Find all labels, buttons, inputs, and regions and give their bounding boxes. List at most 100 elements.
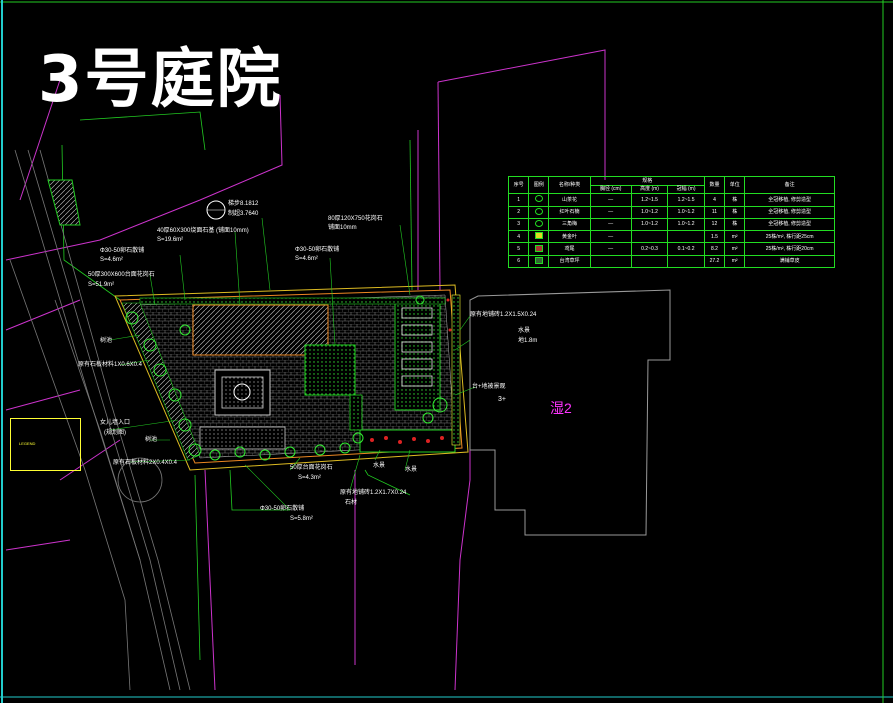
label-tree-pit-2: 树池 — [145, 437, 158, 443]
plant-symbol-icon — [534, 256, 543, 264]
page-title: 3号庭院 — [38, 43, 283, 117]
table-cell: m² — [724, 254, 746, 269]
label-granite-2: 80厚120X750花岗石 — [328, 216, 383, 222]
table-cell: 黄金叶 — [548, 230, 591, 244]
plant-symbol-icon — [534, 232, 543, 240]
label-pebble-1: Φ30-50卵石散铺 — [100, 248, 145, 254]
label-stair-2: 制超3.7640 — [228, 211, 259, 217]
table-cell: — — [589, 205, 632, 219]
table-cell: 8.2 — [703, 242, 726, 256]
table-cell: 0.1~0.2 — [667, 242, 705, 256]
table-header-cell: 序号 — [507, 175, 530, 195]
table-legend-cell — [528, 242, 550, 256]
label-stone-2: 原有石板材料2X0.4X0.4 — [113, 460, 178, 466]
label-paving-area: S=19.6m² — [157, 237, 184, 243]
table-cell: 1.0~1.2 — [630, 217, 669, 232]
label-water-2: 水景 — [373, 463, 386, 469]
table-cell — [589, 254, 632, 269]
plant-symbol-icon — [534, 195, 543, 203]
table-header-cell: 规格 — [589, 176, 705, 186]
table-cell: 红叶石楠 — [548, 205, 591, 219]
table-cell: 满铺草皮 — [744, 254, 835, 269]
building-sub-label: 3+ — [498, 396, 506, 403]
table-cell: 三角梅 — [548, 217, 591, 232]
table-cell — [630, 254, 669, 269]
label-granite-main: 50厚300X600台面花岗石 — [88, 272, 155, 278]
table-header-cell: 图例 — [528, 175, 550, 195]
table-cell: m² — [724, 230, 746, 244]
table-legend-cell — [528, 254, 550, 269]
label-tree-pit-1: 树池 — [100, 338, 113, 344]
table-cell: 0.2~0.3 — [630, 242, 669, 256]
label-entrance: 女儿墙入口 — [100, 420, 131, 426]
label-water-3: 水景 — [405, 467, 418, 473]
label-brick-2: 原有地铺砖1.2X1.7X0.24 — [340, 490, 407, 496]
label-pebble-2-area: S=4.6m² — [295, 256, 318, 262]
plant-symbol-icon — [534, 207, 543, 215]
label-stone-1: 原有石板材料1X0.6X0.4 — [78, 362, 143, 368]
table-cell: 株 — [724, 217, 746, 232]
label-pebble-1-area: S=4.6m² — [100, 257, 123, 263]
table-cell: 1.2~1.5 — [667, 193, 705, 207]
table-header-cell: 数量 — [703, 175, 726, 195]
table-cell: 全冠移植, 修剪造型 — [744, 193, 835, 207]
table-cell: — — [589, 242, 632, 256]
table-cell: — — [589, 193, 632, 207]
table-cell — [667, 230, 705, 244]
label-depth: 地1.8m — [518, 338, 538, 344]
label-groundcover: 台+地被景观 — [472, 384, 506, 390]
label-stair-1: 梯步8.1812 — [228, 201, 259, 207]
table-cell: 全冠移植, 修剪造型 — [744, 205, 835, 219]
label-pebble-3-area: S=5.8m² — [290, 516, 313, 522]
plant-symbol-icon — [534, 244, 543, 252]
legend-box: LEGEND — [10, 418, 81, 471]
table-header-row: 序号 图例 名称/种类 规格 数量 单位 备注 — [507, 175, 835, 195]
table-cell: 11 — [703, 205, 726, 219]
label-granite-3: 50厚台面花岗石 — [290, 465, 333, 471]
table-legend-cell — [528, 193, 550, 207]
plant-symbol-icon — [534, 219, 543, 227]
planting-schedule-table: 序号 图例 名称/种类 规格 数量 单位 备注 胸径 (cm) 高度 (m) 冠… — [507, 175, 835, 269]
table-header-cell: 高度 (m) — [630, 184, 669, 195]
table-cell: 1.0~1.2 — [630, 205, 669, 219]
table-cell: 全冠移植, 修剪造型 — [744, 217, 835, 232]
table-cell: — — [589, 230, 632, 244]
table-cell — [667, 254, 705, 269]
table-cell — [630, 230, 669, 244]
table-cell: 鸢尾 — [548, 242, 591, 256]
table-cell: m² — [724, 242, 746, 256]
table-cell: 25株/m², 株行距25cm — [744, 230, 835, 244]
table-header-cell: 单位 — [724, 175, 746, 195]
table-cell: 1.2~1.5 — [630, 193, 669, 207]
label-brick-1: 原有地铺砖1.2X1.5X0.24 — [470, 312, 537, 318]
table-cell: 1.5 — [703, 230, 726, 244]
table-cell: 1 — [507, 193, 530, 207]
table-header-cell: 冠幅 (m) — [667, 184, 705, 195]
table-cell: 1.0~1.2 — [667, 205, 705, 219]
table-cell: 株 — [724, 205, 746, 219]
table-cell: 2 — [507, 205, 530, 219]
legend-box-text: LEGEND — [19, 441, 36, 446]
table-cell: 6 — [507, 254, 530, 269]
table-header-cell: 名称/种类 — [548, 175, 591, 195]
table-legend-cell — [528, 230, 550, 244]
table-cell: 3 — [507, 217, 530, 232]
label-granite-main-area: S=51.9m² — [88, 282, 115, 288]
label-stone-3: 石材 — [345, 500, 358, 506]
table-cell: 台湾草坪 — [548, 254, 591, 269]
table-cell: 12 — [703, 217, 726, 232]
label-granite-2-note: 铺面10mm — [328, 225, 357, 231]
table-cell: 4 — [507, 230, 530, 244]
table-cell: 5 — [507, 242, 530, 256]
table-legend-cell — [528, 217, 550, 232]
label-paving-stone: 40厚60X300烧面石基 (铺面10mm) — [157, 228, 249, 234]
building-label: 湿2 — [550, 400, 572, 416]
label-pebble-3: Φ30-50卵石散铺 — [260, 506, 305, 512]
